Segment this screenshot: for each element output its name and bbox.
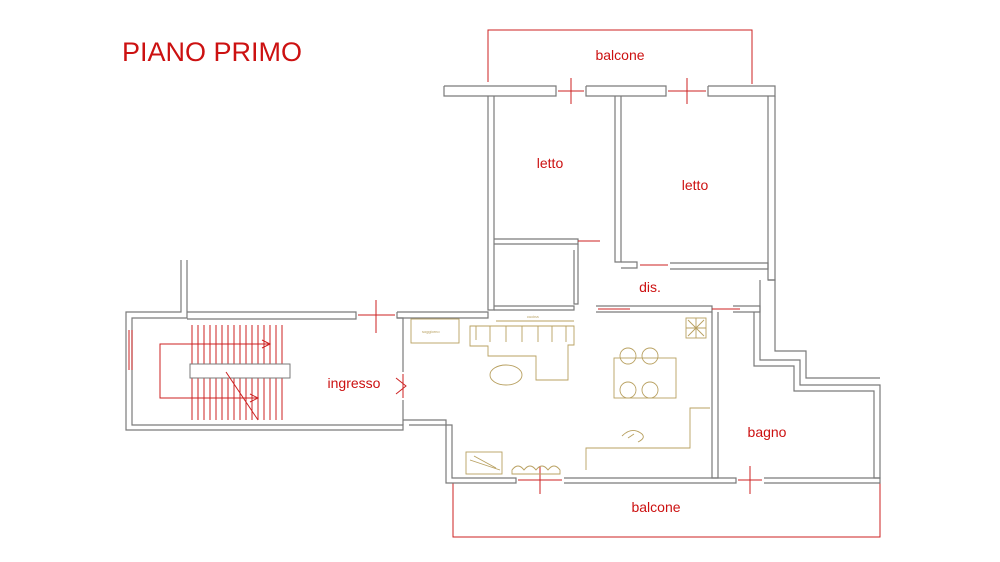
room-label-dis: dis. bbox=[639, 279, 661, 295]
staircase bbox=[159, 325, 291, 421]
room-label-letto-left: letto bbox=[537, 155, 564, 171]
furniture: soggiorno cucina bbox=[410, 314, 710, 475]
room-label-ingresso: ingresso bbox=[328, 375, 381, 391]
walls bbox=[125, 85, 881, 484]
plan-title: PIANO PRIMO bbox=[122, 37, 302, 67]
room-label-balcone-bottom: balcone bbox=[631, 499, 680, 515]
balcony-bottom-outline bbox=[452, 483, 881, 538]
openings bbox=[128, 78, 762, 494]
label-cucina: cucina bbox=[527, 314, 539, 319]
label-soggiorno: soggiorno bbox=[422, 329, 440, 334]
room-label-letto-right: letto bbox=[682, 177, 709, 193]
balcony-top-outline bbox=[487, 29, 753, 84]
room-label-bagno: bagno bbox=[748, 424, 787, 440]
room-label-balcone-top: balcone bbox=[595, 47, 644, 63]
